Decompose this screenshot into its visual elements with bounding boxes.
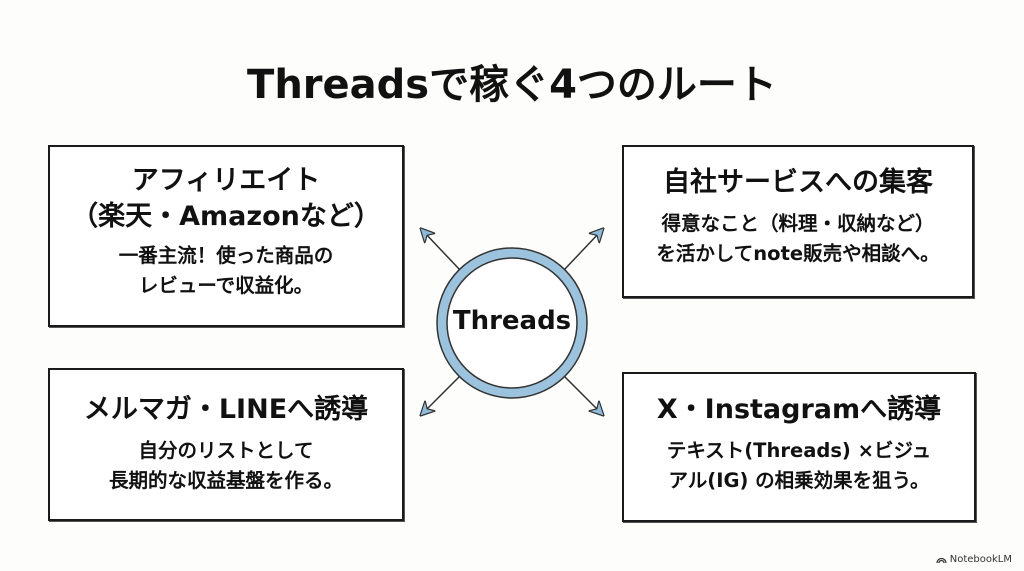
route-desc-line: 自分のリストとして	[138, 439, 314, 462]
route-desc-line: 長期的な収益基盤を作る。	[108, 469, 343, 492]
route-heading: メルマガ・LINEへ誘導	[83, 394, 369, 425]
arrow-bottom-right	[563, 375, 600, 412]
route-desc-line: 得意なこと（料理・収納など）	[661, 212, 935, 235]
arrows	[424, 232, 600, 412]
notebooklm-watermark: NotebookLM	[936, 554, 1012, 565]
route-desc-line: を活かしてnote販売や相談へ。	[656, 242, 940, 265]
route-card-newsletter-line: メルマガ・LINEへ誘導 自分のリストとして 長期的な収益基盤を作る。	[48, 368, 404, 521]
arrow-bottom-left	[424, 375, 461, 412]
route-heading: アフィリエイト	[131, 165, 321, 196]
route-subheading: （楽天・Amazonなど）	[71, 201, 381, 232]
route-heading: 自社サービスへの集客	[663, 167, 933, 198]
arrow-top-left	[424, 232, 461, 271]
route-heading: X・Instagramへ誘導	[656, 394, 942, 425]
notebooklm-logo-icon	[936, 557, 947, 564]
hub-label: Threads	[452, 306, 572, 336]
route-desc-line: 一番主流！使った商品の	[118, 244, 334, 267]
arrow-top-right	[563, 232, 600, 271]
threads-hub-ring	[437, 248, 587, 398]
route-card-own-service: 自社サービスへの集客 得意なこと（料理・収納など） を活かしてnote販売や相談…	[622, 145, 974, 298]
route-desc-line: アル(IG) の相乗効果を狙う。	[668, 469, 930, 492]
slide-title: Threadsで稼ぐ4つのルート	[247, 62, 777, 108]
route-card-x-instagram: X・Instagramへ誘導 テキスト(Threads) ×ビジュ アル(IG)…	[622, 372, 976, 522]
route-desc-line: テキスト(Threads) ×ビジュ	[666, 439, 932, 462]
route-desc-line: レビューで収益化。	[138, 274, 314, 297]
route-card-affiliate: アフィリエイト （楽天・Amazonなど） 一番主流！使った商品の レビューで収…	[48, 145, 404, 327]
watermark-text: NotebookLM	[949, 554, 1012, 565]
